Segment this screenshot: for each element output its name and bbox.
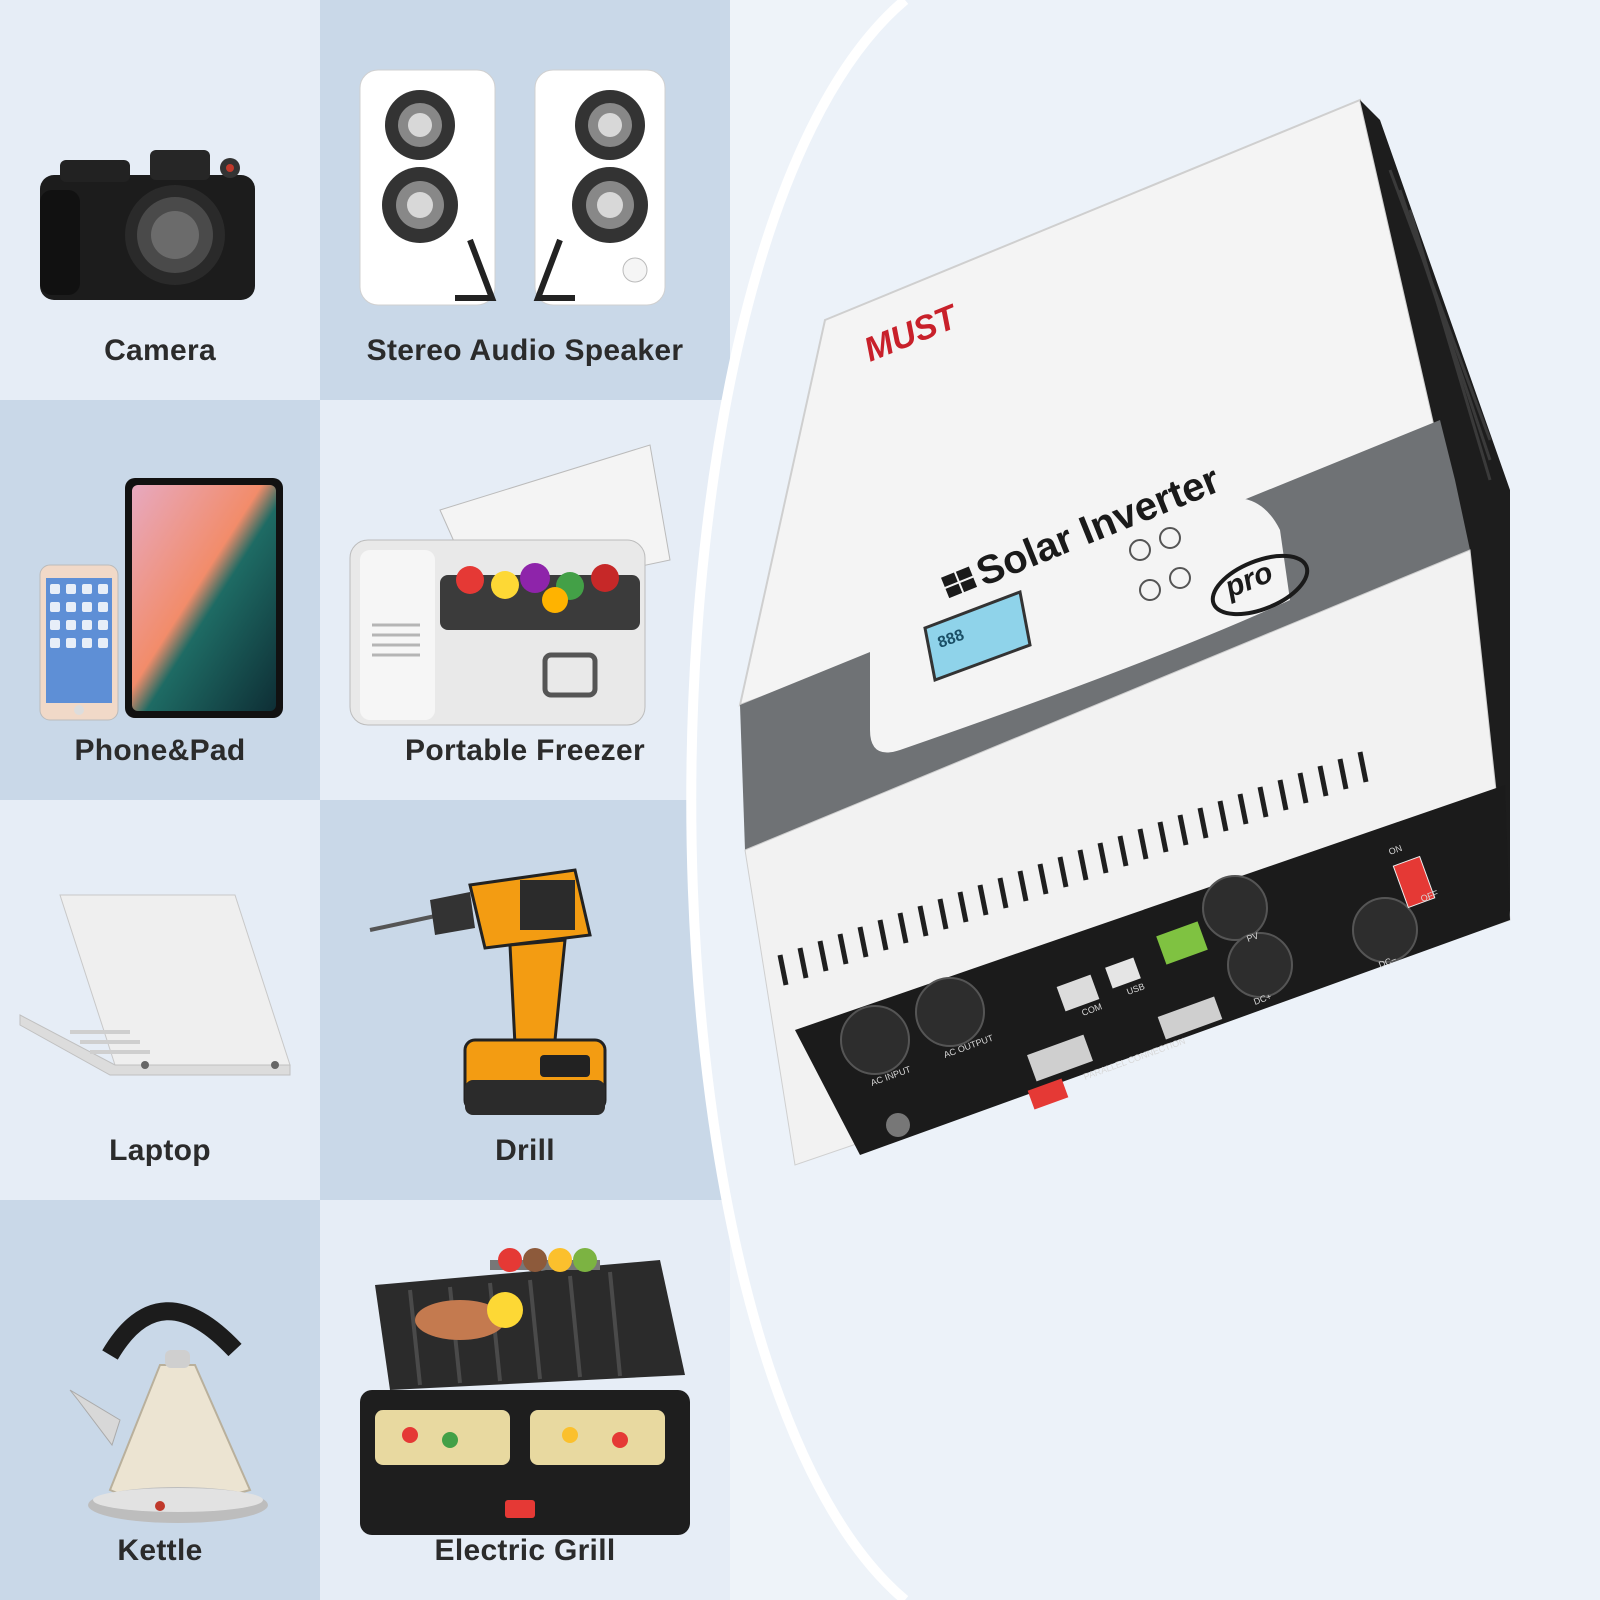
switch-on-label: ON xyxy=(1387,843,1403,857)
com-port xyxy=(1056,974,1100,1012)
power-switch xyxy=(1392,855,1436,909)
kettle-icon xyxy=(69,1302,268,1523)
appliance-card-grill: Electric Grill xyxy=(320,1200,730,1600)
appliance-card-kettle: Kettle xyxy=(0,1200,320,1600)
series-badge xyxy=(1210,553,1310,617)
drill-icon xyxy=(369,868,607,1115)
appliance-card-camera: Camera xyxy=(0,0,320,400)
appliance-label: Portable Freezer xyxy=(405,734,645,767)
appliance-label: Phone&Pad xyxy=(74,734,246,767)
usb-port xyxy=(1105,957,1141,989)
parallel-port-2 xyxy=(1157,996,1223,1040)
appliance-card-phone-pad: Phone&Pad xyxy=(0,400,320,800)
speaker-icon xyxy=(359,69,666,306)
appliance-card-freezer: Portable Freezer xyxy=(320,400,730,800)
pv-label: PV xyxy=(1245,930,1260,944)
camera-icon xyxy=(40,150,255,300)
dip-switch xyxy=(1027,1078,1069,1110)
appliance-label: Laptop xyxy=(109,1134,211,1167)
appliance-card-drill: Drill xyxy=(320,800,730,1200)
breaker-button xyxy=(886,1113,910,1137)
solar-inverter-image: 888 xyxy=(738,98,1511,1166)
phone-tablet-icon xyxy=(39,478,283,721)
appliance-grid: Camera Stereo Audio Speaker xyxy=(0,0,730,1600)
appliance-card-laptop: Laptop xyxy=(0,800,320,1200)
appliance-label: Electric Grill xyxy=(434,1534,616,1567)
grill-icon xyxy=(360,1248,690,1535)
parallel-port xyxy=(1027,1034,1093,1082)
appliance-label: Stereo Audio Speaker xyxy=(366,334,684,367)
control-buttons xyxy=(1129,527,1191,601)
appliance-label: Kettle xyxy=(117,1534,203,1567)
freezer-icon xyxy=(349,444,671,726)
green-terminal xyxy=(1156,921,1208,965)
appliance-card-speaker: Stereo Audio Speaker xyxy=(320,0,730,400)
appliance-label: Drill xyxy=(495,1134,555,1167)
laptop-icon xyxy=(19,894,291,1076)
appliance-label: Camera xyxy=(104,334,216,367)
